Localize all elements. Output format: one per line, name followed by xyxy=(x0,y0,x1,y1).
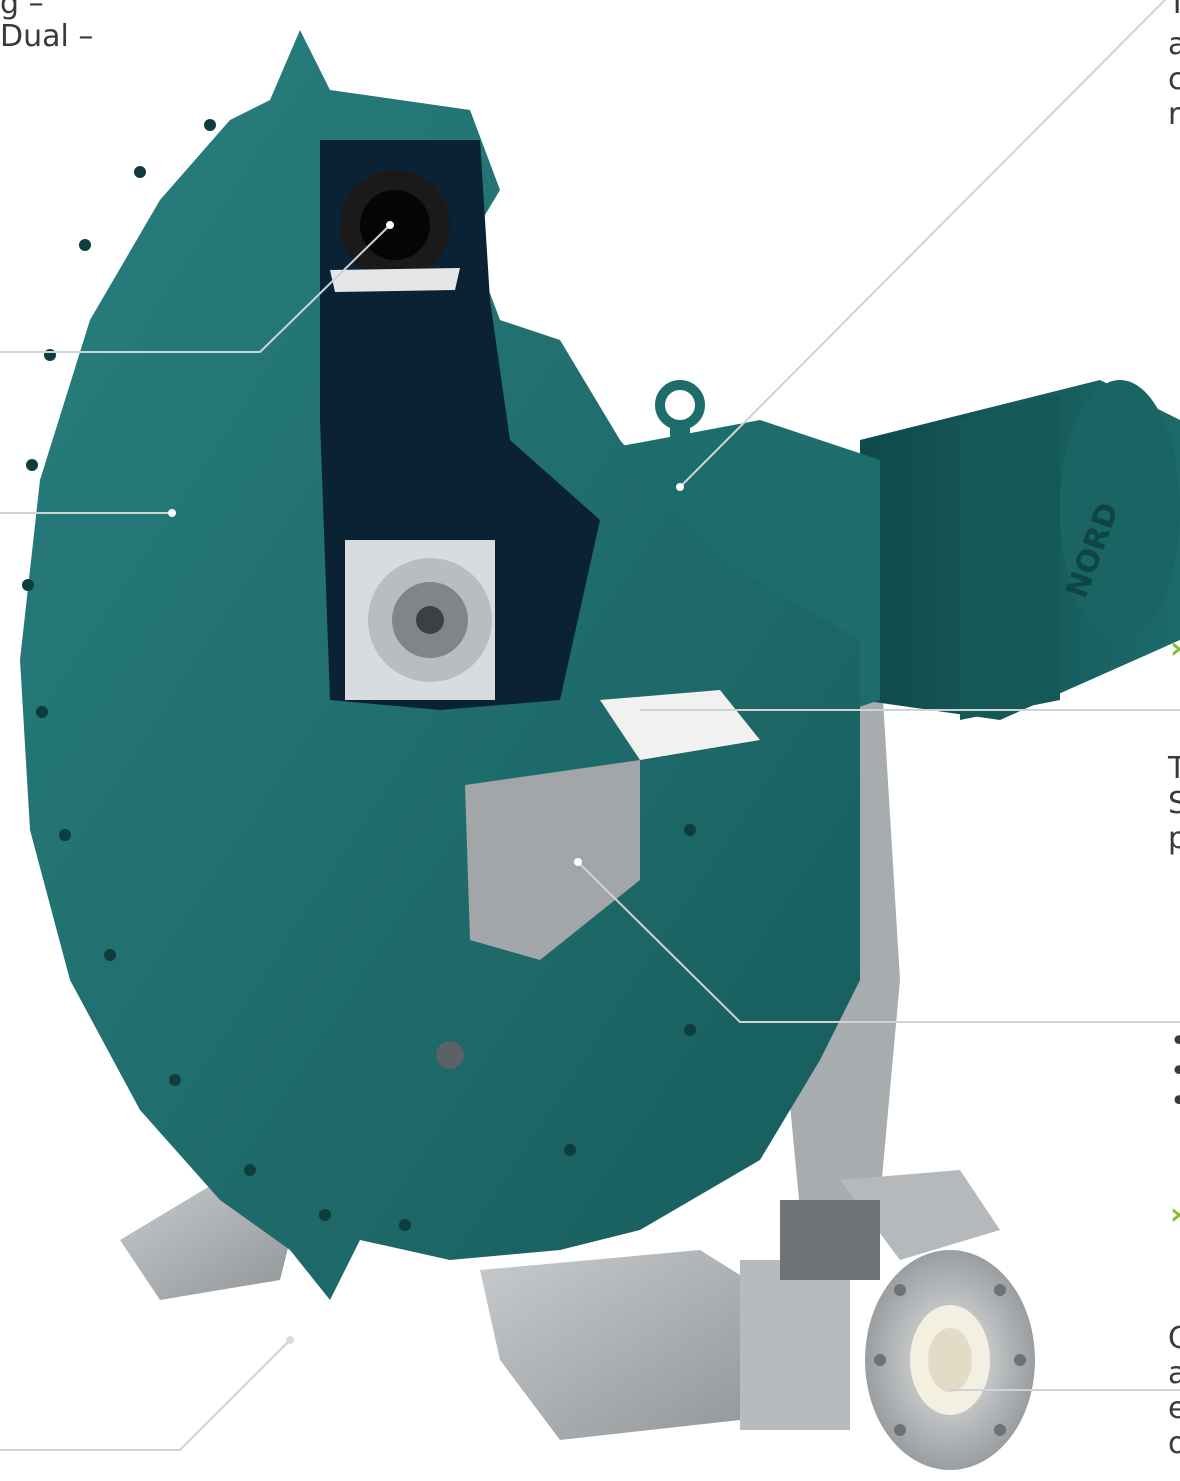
drive-motor: NORD xyxy=(860,380,1180,720)
callout-text-1-line-4: r xyxy=(1168,97,1180,132)
bullet-3: • xyxy=(1170,1085,1180,1118)
callout-text-3-line-2: a xyxy=(1168,1356,1180,1391)
callout-text-2-line-2: S xyxy=(1168,786,1180,821)
bullet-1: • xyxy=(1170,1025,1180,1058)
port-flange xyxy=(740,1200,1035,1470)
callout-text-3-line-1: C xyxy=(1168,1321,1180,1356)
bullet-2: • xyxy=(1170,1055,1180,1088)
callout-dots xyxy=(168,221,684,1344)
callout-text-2-line-1: T xyxy=(1168,751,1180,786)
green-arrow-icon: › xyxy=(1170,1198,1180,1231)
callout-text-1-line-3: c xyxy=(1168,62,1180,97)
heading-fragment-1: g – xyxy=(0,0,44,21)
callout-text-3-line-3: e xyxy=(1168,1391,1180,1426)
callout-leader-lines xyxy=(0,0,1180,1451)
heading-fragment-2: Dual – xyxy=(0,19,94,54)
callout-text-1-line-2: a xyxy=(1168,27,1180,62)
callout-text-3-line-4: o xyxy=(1168,1426,1180,1461)
green-arrow-icon: › xyxy=(1170,632,1180,665)
callout-text-2-line-3: p xyxy=(1168,821,1180,856)
pump-housing xyxy=(20,30,860,1300)
callout-text-1-line-1: T xyxy=(1168,0,1180,21)
